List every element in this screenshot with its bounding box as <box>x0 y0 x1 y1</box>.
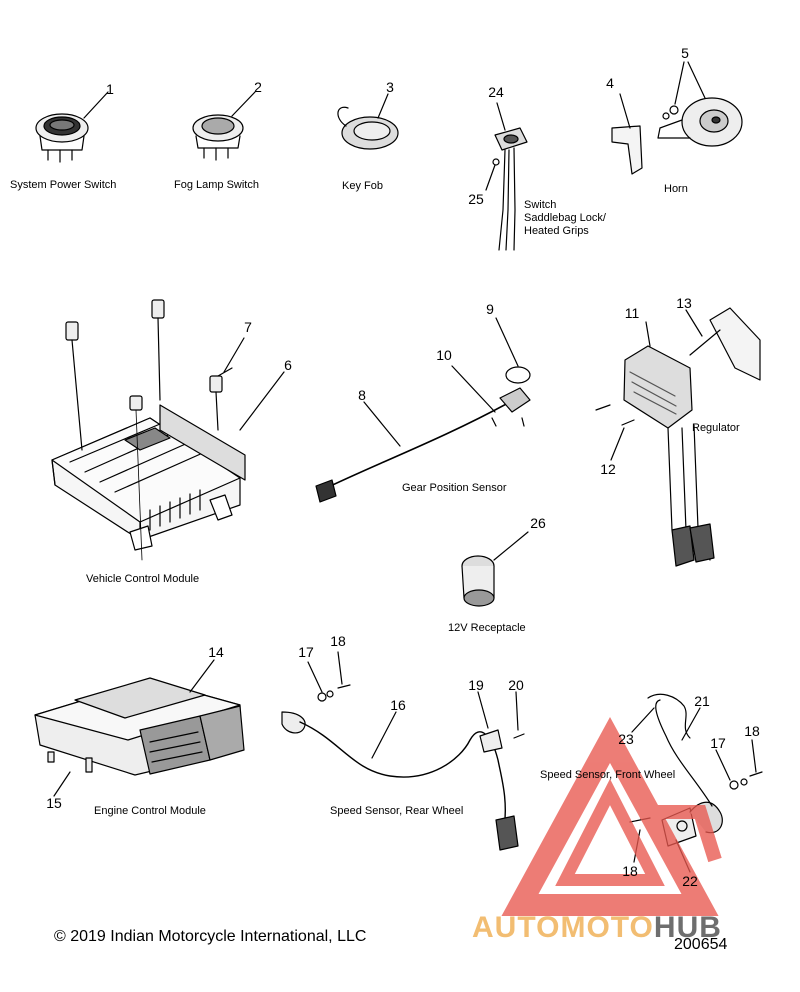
rear-speed-sensor-drawing <box>281 651 525 851</box>
callout-7: 7 <box>244 319 252 335</box>
horn-drawing <box>611 61 743 175</box>
label-gear-position-sensor: Gear Position Sensor <box>402 482 507 494</box>
saddlebag-switch-drawing <box>485 102 528 251</box>
label-speed-sensor-rear: Speed Sensor, Rear Wheel <box>330 805 464 817</box>
watermark-brand: AUTOMOTOHUB <box>472 912 722 944</box>
label-switch-line1: Switch <box>524 199 557 211</box>
label-key-fob: Key Fob <box>342 180 383 192</box>
callout-3: 3 <box>386 79 394 95</box>
engine-control-module-drawing <box>34 659 245 797</box>
callout-10: 10 <box>436 347 452 363</box>
callout-16: 16 <box>390 697 406 713</box>
gear-position-sensor-drawing <box>315 317 531 503</box>
vehicle-control-module-drawing <box>51 299 285 561</box>
key-fob-drawing <box>337 93 399 150</box>
callout-22: 22 <box>682 873 698 889</box>
label-horn: Horn <box>664 183 688 195</box>
system-power-switch-drawing <box>35 91 109 163</box>
fog-lamp-switch-drawing <box>192 91 256 161</box>
label-fog-lamp-switch: Fog Lamp Switch <box>174 179 259 191</box>
label-system-power-switch: System Power Switch <box>10 179 117 191</box>
callout-20: 20 <box>508 677 524 693</box>
callout-14: 14 <box>208 644 224 660</box>
watermark-text-hub: HUB <box>653 911 722 944</box>
callout-21: 21 <box>694 693 710 709</box>
callout-1: 1 <box>106 81 114 97</box>
regulator-drawing <box>595 307 761 567</box>
label-regulator: Regulator <box>692 422 740 434</box>
callout-26: 26 <box>530 515 546 531</box>
label-vehicle-control-module: Vehicle Control Module <box>86 573 200 585</box>
diagram-reference-number: 200654 <box>674 936 728 953</box>
callout-25: 25 <box>468 191 484 207</box>
copyright-notice: © 2019 Indian Motorcycle International, … <box>54 928 367 945</box>
callout-15: 15 <box>46 795 62 811</box>
watermark-text-automoto: AUTOMOTO <box>472 911 654 944</box>
callout-9: 9 <box>486 301 494 317</box>
callout-18-front-lower: 18 <box>622 863 638 879</box>
callout-19: 19 <box>468 677 484 693</box>
label-engine-control-module: Engine Control Module <box>94 805 206 817</box>
callout-18-rear: 18 <box>330 633 346 649</box>
callout-17-front: 17 <box>710 735 726 751</box>
callout-8: 8 <box>358 387 366 403</box>
callout-13: 13 <box>676 295 692 311</box>
label-12v-receptacle: 12V Receptacle <box>448 622 526 634</box>
callout-17-rear: 17 <box>298 644 314 660</box>
callout-11: 11 <box>624 305 640 321</box>
callout-5: 5 <box>681 45 689 61</box>
callout-24: 24 <box>488 84 504 100</box>
callout-6: 6 <box>284 357 292 373</box>
label-switch-line2: Saddlebag Lock/ <box>524 212 606 224</box>
callout-4: 4 <box>606 75 614 91</box>
label-switch-line3: Heated Grips <box>524 225 589 237</box>
label-speed-sensor-front: Speed Sensor, Front Wheel <box>540 769 676 781</box>
receptacle-drawing <box>461 531 529 607</box>
callout-18-front: 18 <box>744 723 760 739</box>
callout-23: 23 <box>618 731 634 747</box>
callout-2: 2 <box>254 79 262 95</box>
callout-12: 12 <box>600 461 616 477</box>
